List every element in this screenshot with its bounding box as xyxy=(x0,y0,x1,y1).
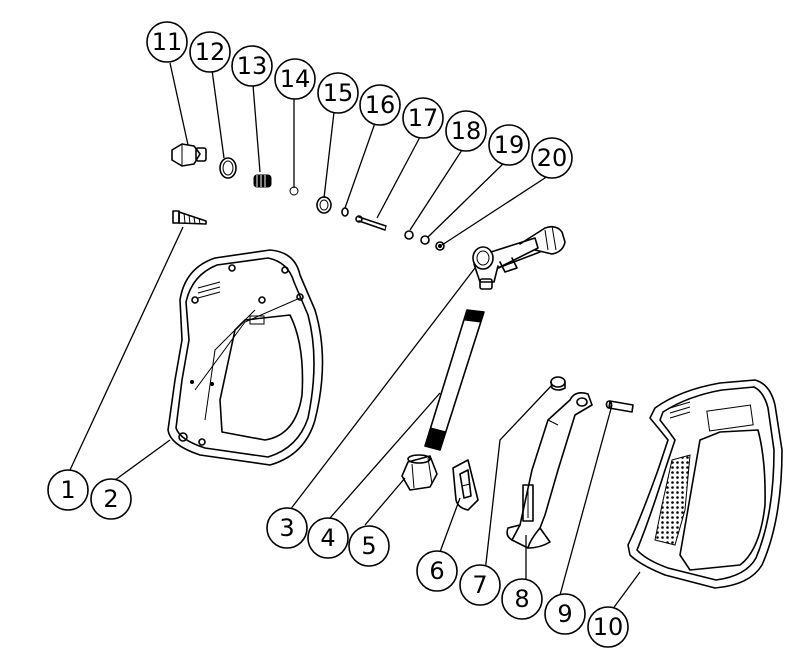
callout-2-label: 2 xyxy=(103,485,118,513)
part-5-nut xyxy=(401,454,438,491)
callout-14: 14 xyxy=(274,58,316,100)
callout-7: 7 xyxy=(459,564,501,606)
callout-9-label: 9 xyxy=(557,600,572,628)
callout-6-label: 6 xyxy=(429,557,444,585)
leader-5 xyxy=(364,477,406,526)
part-8-trigger xyxy=(506,392,593,549)
callout-15-label: 15 xyxy=(323,79,354,107)
leader-10 xyxy=(611,571,641,611)
callout-4: 4 xyxy=(307,517,349,559)
callout-17-label: 17 xyxy=(408,104,439,132)
callout-12-label: 12 xyxy=(195,38,226,66)
callout-4-label: 4 xyxy=(320,524,335,552)
callout-14-label: 14 xyxy=(280,65,311,93)
part-3-valve-body xyxy=(472,225,566,290)
callout-10-label: 10 xyxy=(593,613,624,641)
leader-15 xyxy=(323,111,335,199)
callout-1-label: 1 xyxy=(60,476,75,504)
part-20-nut xyxy=(435,241,445,251)
leader-19 xyxy=(427,161,506,238)
callout-13: 13 xyxy=(231,45,273,87)
part-14-ball xyxy=(289,186,299,196)
callout-12: 12 xyxy=(189,31,231,73)
leader-3 xyxy=(289,267,476,511)
leader-17 xyxy=(376,136,421,219)
part-15-seat xyxy=(316,196,332,214)
leader-12 xyxy=(211,69,225,159)
callout-20-label: 20 xyxy=(537,144,568,172)
callout-19-label: 19 xyxy=(494,131,525,159)
callout-19: 19 xyxy=(488,124,530,166)
part-12-o-ring xyxy=(219,157,237,179)
leader-20 xyxy=(441,175,549,246)
leader-7 xyxy=(484,384,553,573)
callout-5-label: 5 xyxy=(361,532,376,560)
part-2-handle-left-half xyxy=(167,249,324,466)
callout-17: 17 xyxy=(402,97,444,139)
part-19-washer xyxy=(420,235,430,245)
leader-4 xyxy=(329,392,441,519)
leader-1 xyxy=(69,226,184,471)
part-11-plug-nut xyxy=(171,143,207,167)
leader-18 xyxy=(409,149,463,231)
part-7-pin-cap xyxy=(550,376,566,391)
callout-6: 6 xyxy=(416,550,458,592)
callout-3: 3 xyxy=(266,507,308,549)
callout-18: 18 xyxy=(445,110,487,152)
callout-20: 20 xyxy=(531,137,573,179)
callout-1: 1 xyxy=(47,469,89,511)
part-10-handle-right-half xyxy=(627,379,783,589)
part-6-clip xyxy=(452,459,479,511)
leader-lines xyxy=(69,62,641,611)
callout-15: 15 xyxy=(317,72,359,114)
callout-9: 9 xyxy=(544,593,586,635)
part-18-washer xyxy=(404,230,414,240)
callout-13-label: 13 xyxy=(237,52,268,80)
callout-2: 2 xyxy=(90,478,132,520)
leader-16 xyxy=(344,122,376,209)
callout-8-label: 8 xyxy=(514,585,529,613)
part-1-screw xyxy=(172,210,207,225)
part-13-spring xyxy=(253,174,272,188)
leader-6 xyxy=(439,497,461,553)
part-17-pin xyxy=(355,215,387,231)
callout-16-label: 16 xyxy=(365,91,396,119)
part-9-pin xyxy=(605,400,634,413)
callout-8: 8 xyxy=(501,578,543,620)
callout-7-label: 7 xyxy=(472,571,487,599)
callout-3-label: 3 xyxy=(279,514,294,542)
part-16-washer xyxy=(341,207,349,217)
callout-16: 16 xyxy=(359,84,401,126)
callout-10: 10 xyxy=(587,606,629,648)
leader-2 xyxy=(114,439,171,481)
callout-18-label: 18 xyxy=(451,117,482,145)
leader-13 xyxy=(252,84,261,173)
part-4-tube xyxy=(424,309,485,451)
leader-9 xyxy=(559,404,613,596)
leader-11 xyxy=(169,62,189,146)
callout-11-label: 11 xyxy=(152,28,183,56)
callout-11: 11 xyxy=(146,21,188,63)
callout-5: 5 xyxy=(348,525,390,567)
